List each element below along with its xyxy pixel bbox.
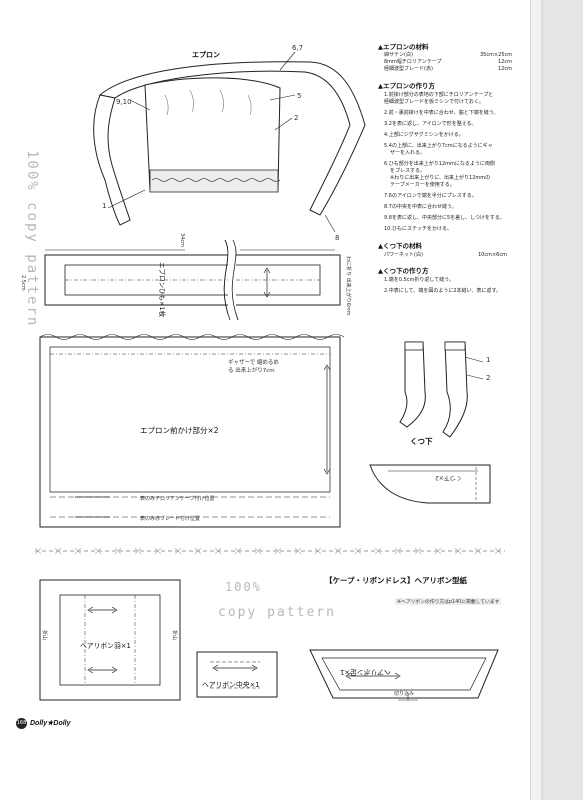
apron-step: 1.前掛け部分の表地の下部にチロリアンテープと	[384, 92, 494, 98]
page-number-badge: 168	[16, 718, 27, 729]
socks-material-qty: 10cm×6cm	[478, 252, 507, 258]
apron-gather-note: ギャザーで 縮めるめる 出来上がり7cm	[228, 360, 279, 374]
socks-illustration	[399, 341, 484, 438]
socks-pattern	[369, 464, 491, 504]
socks-howto-header: ▲くつ下の作り方	[378, 267, 429, 275]
apron-material-row: 極細波型ブレード(赤)	[384, 66, 433, 72]
apron-step: 8.7の中央を中表に合わせ縫う。	[384, 204, 457, 210]
ribbon-center-label: ヘアリボン中央×1	[202, 681, 260, 689]
apron-tie-pattern	[44, 240, 341, 320]
apron-step: 2.前・裏前掛けを中表に合わせ、脇と下端を縫う。	[384, 110, 499, 116]
apron-callout-67: 6,7	[292, 44, 304, 52]
apron-callout-8: 8	[335, 234, 340, 242]
apron-front-pattern	[39, 334, 345, 528]
socks-piece-label: くつ下×2	[435, 474, 462, 481]
socks-callout-1: 1	[486, 356, 491, 364]
ribbon-section-heading: 【ケープ・リボンドレス】ヘアリボン型紙	[325, 576, 468, 585]
apron-step: 6.ひも部分を出来上がり12mmになるように両側	[384, 161, 495, 167]
apron-howto-header: ▲エプロンの作り方	[378, 82, 435, 90]
ribbon-wing-label: ヘアリボン羽×1	[80, 642, 131, 650]
socks-step: 2.中表にして、端を図のように2本縫い、表に返す。	[384, 288, 502, 294]
apron-callout-910: 9,10	[116, 98, 132, 106]
page-number: 168	[16, 720, 27, 726]
ribbon-wing-fold-left: 折山	[41, 630, 47, 641]
apron-callout-2: 2	[294, 114, 299, 122]
socks-callout-2: 2	[486, 374, 491, 382]
apron-step: 4.上部にジグザグミシンをかける。	[384, 132, 464, 138]
section-divider	[35, 547, 505, 555]
apron-illustration	[93, 51, 366, 233]
apron-material-qty: 35cm×25cm	[480, 52, 513, 58]
ribbon-tail-pattern	[309, 649, 499, 701]
apron-braid-note: 表のみ赤ブレード付け位置	[140, 516, 201, 522]
watermark-percent: 100%	[24, 150, 40, 192]
apron-height-label: 2.5cm	[20, 275, 26, 291]
ribbon-wing-fold-right: 折山	[171, 630, 177, 641]
apron-callout-1: 1	[102, 202, 107, 210]
apron-tie-label: エプロンひも×1枚	[158, 262, 166, 318]
footer-brand: Dolly★Dolly	[30, 720, 71, 727]
watermark-ribbon-percent: 100%	[225, 580, 262, 594]
socks-materials-header: ▲くつ下の材料	[378, 242, 422, 250]
watermark-ribbon-text: copy pattern	[218, 605, 336, 620]
apron-width-label: 34cm	[179, 233, 185, 247]
apron-step: 7.6のアイロンで端を半分にプレスする。	[384, 193, 477, 199]
ribbon-wing-pattern	[39, 579, 181, 701]
apron-materials-header: ▲エプロンの材料	[378, 43, 429, 51]
apron-material-row: 綿サテン(白)	[384, 52, 413, 58]
apron-title: エプロン	[192, 51, 220, 59]
socks-title: くつ下	[410, 437, 433, 446]
apron-step: 10.ひもにステッチをかける。	[384, 226, 452, 232]
apron-material-row: 8mm幅チロリアンテープ	[384, 59, 442, 65]
apron-material-qty: 12cm	[498, 66, 512, 72]
apron-step: テープメーカーを使用する。	[390, 182, 455, 188]
apron-tape-note: 表のみチロリアンテープ付け位置	[140, 496, 215, 502]
ribbon-center-pattern	[196, 651, 278, 698]
ribbon-tail-label: ヘアリボン足×1	[340, 668, 391, 676]
apron-callout-5: 5	[297, 92, 302, 100]
apron-fold-note: わに折り 出来上がり6mm	[345, 256, 351, 316]
socks-material-row: パワーネット(白)	[384, 252, 423, 258]
apron-material-qty: 12cm	[498, 59, 512, 65]
apron-step: 9.8を表に返し、中央部分に5を差し、しつけをする。	[384, 215, 505, 221]
ribbon-tail-cut-mark: 切り込み	[394, 691, 415, 697]
page-edge-shadow	[530, 0, 583, 800]
ribbon-section-note: ※ヘアリボンの作り方はp140に掲載しています	[395, 598, 502, 605]
apron-step: 5.4の上部に、出来上がり7cmになるようにギャ	[384, 143, 493, 149]
apron-step: をプレスする。	[390, 168, 426, 174]
apron-front-label: エプロン前かけ部分×2	[140, 426, 219, 435]
apron-step: ※わりに出来上がりに、出来上がり12mmの	[390, 175, 491, 181]
apron-step: ザーを入れる。	[390, 150, 426, 156]
socks-step: 1.端を0.5cm折り返して縫う。	[384, 277, 454, 283]
apron-step: 極細波型ブレードを仮ミシンで付けておく。	[384, 99, 484, 105]
apron-step: 3.2を表に返し、アイロンで形を整える。	[384, 121, 477, 127]
